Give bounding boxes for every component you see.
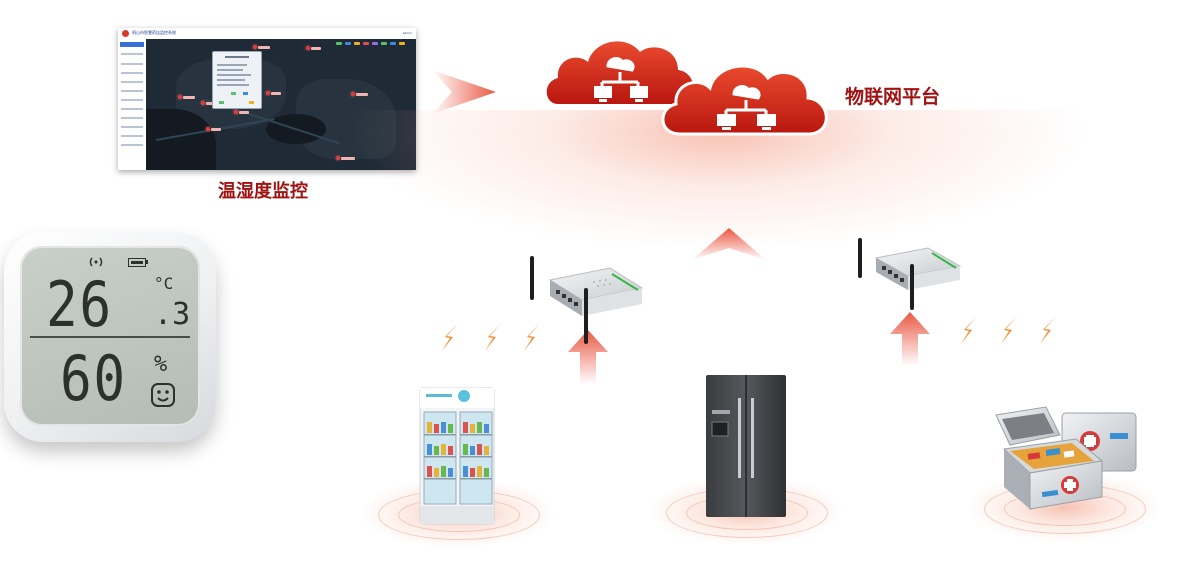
device-info-popup (212, 51, 262, 109)
temperature-decimal: .3 (154, 297, 191, 332)
map-marker (234, 110, 238, 114)
arrow-icon (890, 312, 930, 366)
dashboard-map (146, 39, 416, 170)
map-marker (201, 101, 205, 105)
refrigerator (706, 375, 786, 517)
lightning-signal-icon (442, 323, 458, 351)
sidebar-item (121, 117, 143, 119)
map-marker (206, 127, 210, 131)
wifi-router-icon (858, 238, 962, 310)
lightning-signal-icon (524, 323, 540, 351)
sidebar-item (121, 90, 143, 92)
map-marker (266, 91, 270, 95)
map-marker (178, 95, 182, 99)
lightning-signal-icon (485, 323, 501, 351)
dashboard-title: 铜山市智慧药店监控系统 (132, 30, 176, 35)
medical-kit (995, 406, 1137, 510)
map-legend (336, 42, 410, 46)
logo-icon (122, 30, 129, 37)
dashboard-user: admin (402, 31, 412, 35)
map-marker (253, 45, 257, 49)
sidebar-item-active (120, 42, 144, 47)
dashboard-sidebar (118, 39, 146, 170)
lightning-signal-icon (1040, 316, 1056, 344)
signal-icon (89, 257, 103, 267)
sidebar-item (121, 126, 143, 128)
wifi-router-icon (530, 256, 644, 344)
sidebar-item (121, 144, 143, 146)
iot-platform-label: 物联网平台 (845, 86, 941, 108)
lightning-signal-icon (961, 316, 977, 344)
sidebar-item (121, 72, 143, 74)
sidebar-item (121, 108, 143, 110)
temperature-decimal-digit: 3 (172, 297, 191, 332)
sidebar-item (121, 135, 143, 137)
arrow-icon (432, 70, 496, 114)
monitor-label: 温湿度监控 (218, 181, 308, 202)
map-marker (351, 92, 355, 96)
sidebar-item (121, 53, 143, 55)
smiley-face-icon (151, 383, 175, 407)
temperature-value: 26 (46, 268, 113, 341)
battery-icon (128, 258, 146, 267)
arrow-icon (568, 330, 608, 384)
map-marker (336, 156, 340, 160)
sidebar-item (121, 81, 143, 83)
pharmacy-cabinet (419, 387, 495, 525)
sidebar-item (121, 99, 143, 101)
humidity-value: 60 (60, 342, 127, 415)
map-marker (306, 46, 310, 50)
monitoring-dashboard-screenshot: 铜山市智慧药店监控系统 admin (118, 28, 416, 170)
arrow-icon (692, 228, 766, 260)
temperature-unit: °C (154, 274, 174, 293)
sidebar-item (121, 63, 143, 65)
sensor-divider (30, 336, 190, 338)
cloud-network-icon (546, 41, 828, 136)
humidity-unit: % (154, 352, 168, 377)
lightning-signal-icon (1001, 316, 1017, 344)
temperature-humidity-sensor: 26 °C .3 60 % (4, 232, 216, 442)
